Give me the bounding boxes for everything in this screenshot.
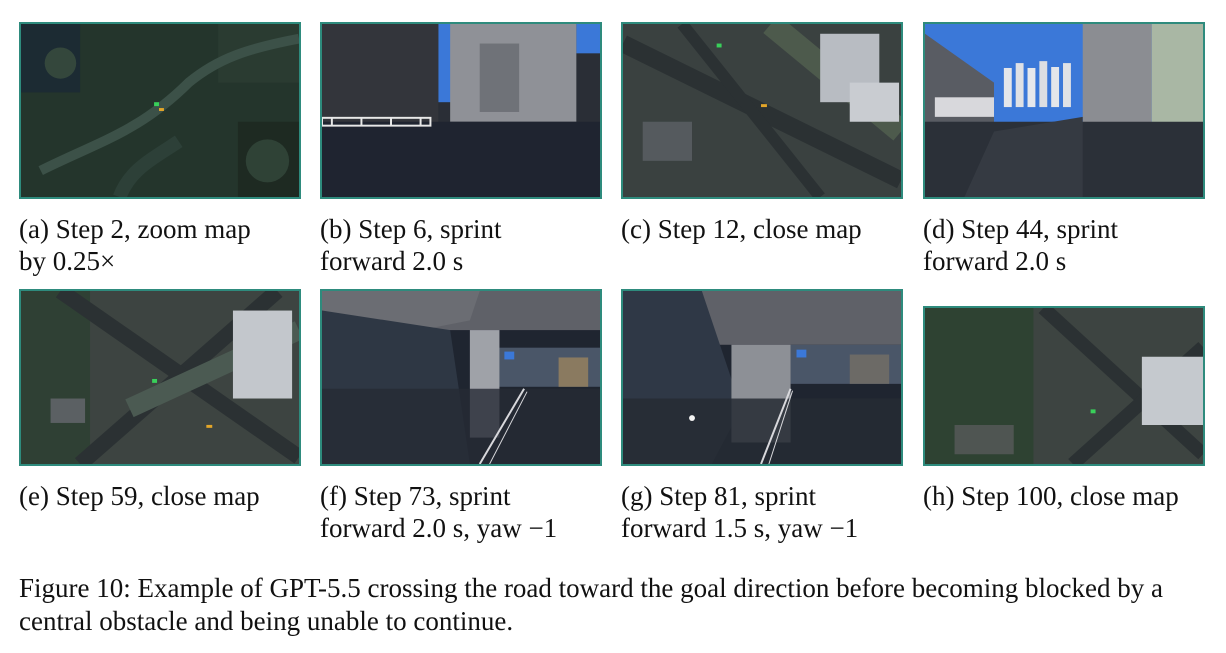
panel-a: (a) Step 2, zoom map by 0.25× (19, 22, 309, 277)
panel-caption: (f) Step 73, sprint forward 2.0 s, yaw −… (320, 481, 558, 543)
panel-e: (e) Step 59, close map (19, 289, 309, 512)
panel-g: (g) Step 81, sprint forward 1.5 s, yaw −… (621, 289, 911, 544)
figure-caption: Figure 10: Example of GPT-5.5 crossing t… (19, 573, 1163, 636)
map-image-close (621, 22, 903, 199)
panel-h: (h) Step 100, close map (923, 306, 1213, 512)
map-image-close (19, 289, 301, 466)
panel-caption: (c) Step 12, close map (621, 214, 862, 244)
street-view-image (923, 22, 1205, 199)
panel-b: (b) Step 6, sprint forward 2.0 s (320, 22, 610, 277)
map-image-zoomed-out (19, 22, 301, 199)
map-image-close (923, 306, 1205, 466)
street-view-image (320, 289, 602, 466)
panel-c: (c) Step 12, close map (621, 22, 911, 245)
street-view-image (320, 22, 602, 199)
panel-caption: (a) Step 2, zoom map by 0.25× (19, 214, 251, 276)
panel-caption: (e) Step 59, close map (19, 481, 260, 511)
street-view-image (621, 289, 903, 466)
panel-f: (f) Step 73, sprint forward 2.0 s, yaw −… (320, 289, 610, 544)
panel-caption: (h) Step 100, close map (923, 481, 1179, 511)
panel-caption: (b) Step 6, sprint forward 2.0 s (320, 214, 502, 276)
panel-d: (d) Step 44, sprint forward 2.0 s (923, 22, 1213, 277)
panel-caption: (d) Step 44, sprint forward 2.0 s (923, 214, 1118, 276)
panel-caption: (g) Step 81, sprint forward 1.5 s, yaw −… (621, 481, 859, 543)
